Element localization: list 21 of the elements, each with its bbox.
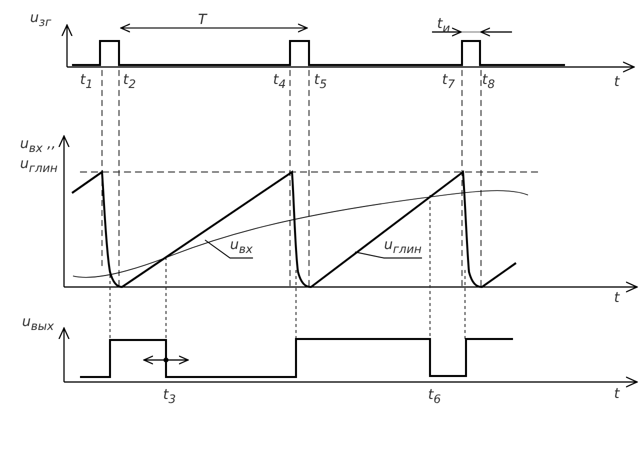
axis-label: t — [614, 74, 620, 90]
time-label: t$_{8}$ — [482, 72, 495, 92]
axis-label: u$_{глин}$ — [20, 156, 58, 176]
time-label: t$_{4}$ — [273, 72, 286, 92]
time-label: t$_{2}$ — [123, 72, 136, 92]
axis-label: u$_{вых}$ — [22, 314, 54, 334]
axis-label: u$_{зг}$ — [30, 10, 52, 30]
curve-label: u$_{вх}$ — [230, 237, 253, 257]
time-label: t$_{5}$ — [314, 72, 327, 92]
leader-line — [354, 252, 422, 258]
time-label: t$_{1}$ — [80, 72, 93, 92]
time-label: t$_{3}$ — [163, 387, 176, 407]
time-label: t$_{7}$ — [442, 72, 455, 92]
period-label: T — [198, 12, 207, 28]
time-label: t$_{и}$ — [437, 16, 450, 36]
curve-label: u$_{глин}$ — [384, 237, 422, 257]
axis-label: t — [614, 386, 620, 402]
leader-line — [204, 240, 254, 258]
axis-label: t — [614, 290, 620, 306]
axis-label: u$_{вх}$ ,, — [20, 136, 56, 156]
time-label: t$_{6}$ — [428, 387, 441, 407]
